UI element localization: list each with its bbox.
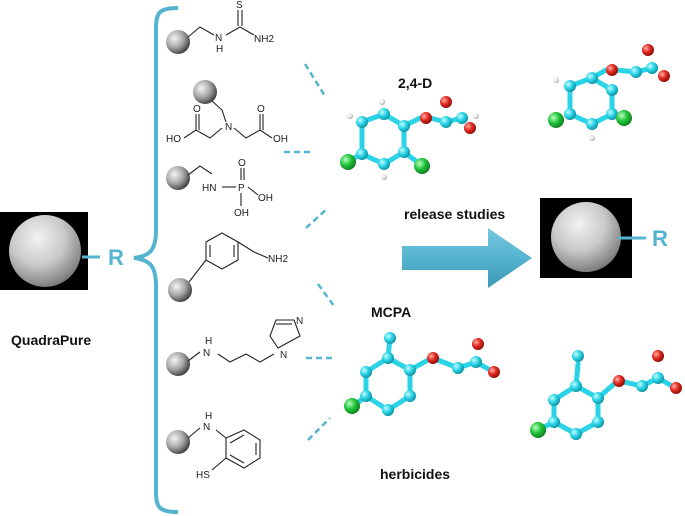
- functional-group-aminophosphonic: O HN P OH OH: [166, 158, 273, 219]
- molecule-mcpa-center: [344, 332, 500, 416]
- curly-brace: [133, 6, 179, 514]
- aminothiophenol-n: N: [203, 422, 210, 433]
- resin-bead-3: [166, 166, 190, 190]
- aminophosphonic-oh-bottom: OH: [234, 208, 249, 219]
- aminothiophenol-sh: HS: [196, 470, 210, 481]
- iminodiacetic-oh: OH: [273, 134, 288, 145]
- thiourea-n: N: [215, 33, 222, 44]
- iminodiacetic-o-left: O: [193, 104, 201, 115]
- quadrapure-bead-image: [0, 212, 88, 290]
- aminophosphonic-oh-right: OH: [258, 193, 273, 204]
- imidazole-n-ring: N: [280, 350, 287, 361]
- r-label-right: R: [652, 226, 668, 251]
- molecule-mcpa-right: [530, 350, 682, 440]
- imidazole-h: H: [205, 336, 212, 347]
- resin-bead-4: [168, 278, 192, 302]
- label-mcpa: MCPA: [371, 304, 412, 320]
- thiourea-nh2: NH2: [254, 34, 274, 45]
- aminophosphonic-p: P: [238, 183, 245, 194]
- aminothiophenol-h: H: [205, 411, 212, 422]
- dash-line-4: [316, 283, 336, 307]
- resin-bead-6: [166, 430, 190, 454]
- quadrapure-label: QuadraPure: [11, 332, 92, 348]
- benzylamine-nh2: NH2: [268, 254, 288, 265]
- released-bead-image: [540, 198, 632, 278]
- molecule-2-4-d-right: [548, 44, 670, 141]
- thiourea-s: S: [236, 0, 243, 11]
- iminodiacetic-ho: HO: [166, 134, 181, 145]
- functional-group-thiourea: S N H NH2: [166, 0, 274, 55]
- molecule-2-4-d-center: [340, 96, 479, 180]
- release-arrow: [402, 228, 532, 288]
- label-release-studies: release studies: [404, 206, 506, 222]
- aminophosphonic-o: O: [238, 158, 246, 169]
- iminodiacetic-o-right: O: [257, 104, 265, 115]
- functional-group-benzylamine: NH2: [168, 232, 288, 302]
- aminophosphonic-hn: HN: [202, 183, 216, 194]
- functional-group-aminothiophenol: N H HS: [166, 411, 261, 481]
- imidazole-n-top: N: [296, 316, 303, 327]
- imidazole-n: N: [203, 348, 210, 359]
- label-herbicides: herbicides: [380, 466, 451, 482]
- r-label-left: R: [108, 245, 124, 270]
- resin-bead-5: [166, 352, 190, 376]
- dash-line-6: [307, 417, 331, 441]
- label-2-4-d: 2,4-D: [398, 75, 433, 91]
- dashed-connectors: [284, 63, 336, 441]
- functional-group-iminodiacetic: N O O HO OH: [166, 80, 288, 145]
- functional-group-imidazole: N H N N: [166, 316, 303, 376]
- dash-line-3: [305, 207, 329, 229]
- iminodiacetic-n: N: [225, 122, 232, 133]
- resin-bead-1: [166, 30, 190, 54]
- thiourea-h: H: [216, 44, 223, 55]
- resin-bead-2: [193, 80, 217, 104]
- dash-line-1: [303, 63, 327, 97]
